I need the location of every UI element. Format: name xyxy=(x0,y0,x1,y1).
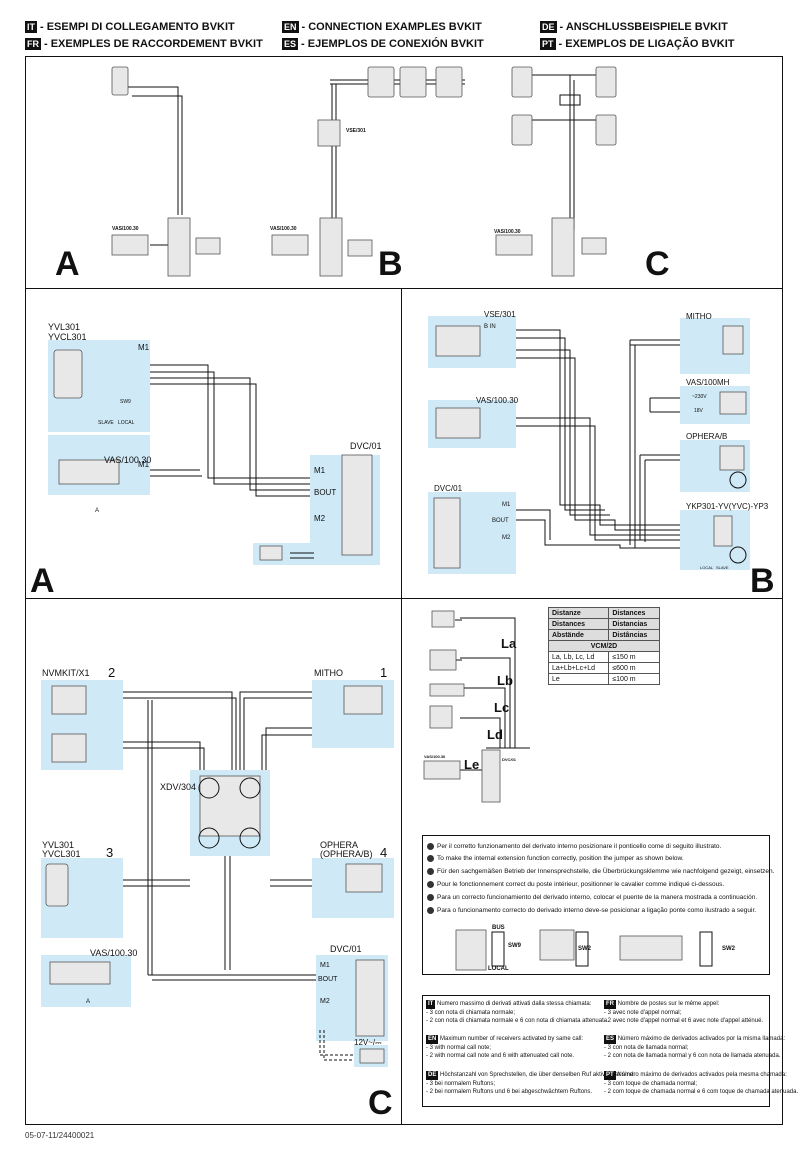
c-dvc: DVC/01 xyxy=(330,944,362,954)
b-vas: VAS/100.30 xyxy=(476,396,519,405)
footnote-de: DE Höchstanzahl von Sprechstellen, die ü… xyxy=(426,1071,635,1095)
header-pt: PT- EXEMPLOS DE LIGAÇÃO BVKIT xyxy=(540,38,735,50)
c-nvmkit: NVMKIT/X1 xyxy=(42,668,90,678)
c-bout: BOUT xyxy=(318,976,338,983)
a-sw9: SW9 xyxy=(120,399,131,405)
c-num-2: 2 xyxy=(108,665,116,680)
a-bout: BOUT xyxy=(314,488,337,497)
a-local: LOCAL xyxy=(118,420,135,426)
c-mitho: MITHO xyxy=(314,668,343,678)
jumper-sw9: SW9 xyxy=(508,943,522,949)
footnote-pt: PT Número máximo de derivados activados … xyxy=(604,1071,799,1095)
panel-info xyxy=(401,598,783,1125)
b-ykp: YKP301-YV(YVC)-YP3 xyxy=(686,502,769,511)
header-it: IT- ESEMPI DI COLLEGAMENTO BVKIT xyxy=(25,21,235,33)
header-de: DE- ANSCHLUSSBEISPIELE BVKIT xyxy=(540,21,728,33)
b-dvc: DVC/01 xyxy=(434,484,463,493)
dist-lc: Lc xyxy=(494,700,510,715)
a-m1-dvc: M1 xyxy=(314,466,326,475)
a-yvcl301: YVCL301 xyxy=(48,332,87,342)
header-en: EN- CONNECTION EXAMPLES BVKIT xyxy=(282,21,482,33)
panel-c-letter: C xyxy=(368,1084,393,1122)
c-m2: M2 xyxy=(320,998,330,1005)
overview-vse: VSE/301 xyxy=(346,128,366,134)
c-yvl301: YVL301 xyxy=(42,840,75,850)
a-m2: M2 xyxy=(314,514,326,523)
c-num-3: 3 xyxy=(106,845,114,860)
a-slave: SLAVE xyxy=(98,420,114,426)
document-code: 05-07-11/24400021 xyxy=(25,1131,95,1140)
b-m1: M1 xyxy=(502,502,511,508)
overview-letter-b: B xyxy=(378,245,403,283)
header-fr: FR- EXEMPLES DE RACCORDEMENT BVKIT xyxy=(25,38,263,50)
footnote-box xyxy=(422,995,770,1107)
c-xdv: XDV/304 xyxy=(160,782,197,792)
note-es: Para un correcto funcionamiento del deri… xyxy=(427,893,757,903)
a-dvc: DVC/01 xyxy=(350,441,382,451)
jumper-sw2-a: SW2 xyxy=(578,946,592,952)
b-ophera: OPHERA/B xyxy=(686,432,728,441)
overview-vas-c: VAS/100.30 xyxy=(494,229,521,235)
panel-b-letter: B xyxy=(750,562,775,600)
footnote-en: EN Maximum number of receivers activated… xyxy=(426,1035,584,1059)
a-m1-mid: M1 xyxy=(138,460,150,469)
c-ophera: OPHERA xyxy=(320,840,359,850)
panel-a-letter: A xyxy=(30,562,55,600)
footnote-es: ES Número máximo de derivados activados … xyxy=(604,1035,786,1059)
dist-lb: Lb xyxy=(497,673,513,688)
c-num-1: 1 xyxy=(380,665,388,680)
note-fr: Pour le fonctionnement correct du poste … xyxy=(427,880,724,890)
jumper-bus-1: BUS xyxy=(492,925,505,931)
a-m1-top: M1 xyxy=(138,343,150,352)
footnote-fr: FR Nombre de postes sur le même appel:- … xyxy=(604,1000,764,1024)
b-18v: 18V xyxy=(694,408,703,414)
overview-vas-b: VAS/100.30 xyxy=(270,226,297,232)
dist-ld: Ld xyxy=(487,727,503,742)
footnote-it: IT Numero massimo di derivati attivati d… xyxy=(426,1000,609,1024)
jumper-local-1: LOCAL xyxy=(488,966,509,972)
b-vse: VSE/301 xyxy=(484,310,516,319)
dist-dvc: DVC/01 xyxy=(502,757,517,762)
c-a: A xyxy=(86,999,91,1005)
b-bout: BOUT xyxy=(492,518,509,524)
b-mitho: MITHO xyxy=(686,312,712,321)
jumper-sw2-b: SW2 xyxy=(722,946,736,952)
c-yvcl301: YVCL301 xyxy=(42,849,81,859)
overview-letter-c: C xyxy=(645,245,670,283)
dist-le: Le xyxy=(464,757,480,772)
header-es: ES- EJEMPLOS DE CONEXIÓN BVKIT xyxy=(282,38,484,50)
c-m1: M1 xyxy=(320,962,330,969)
b-local: LOCAL xyxy=(700,565,714,570)
c-power: 12V~/⎓ xyxy=(354,1038,382,1047)
a-a: A xyxy=(95,508,100,514)
note-pt: Para o funcionamento correcto do derivad… xyxy=(427,906,756,916)
note-it: Per il corretto funzionamento del deriva… xyxy=(427,842,721,852)
b-m2: M2 xyxy=(502,535,511,541)
overview-letter-a: A xyxy=(55,245,80,283)
a-yvl301: YVL301 xyxy=(48,322,81,332)
b-vas100mh: VAS/100MH xyxy=(686,378,730,387)
b-bin: B IN xyxy=(484,324,496,330)
jumper-note-box xyxy=(422,835,770,975)
note-de: Für den sachgemäßen Betrieb der Innenspr… xyxy=(427,867,774,877)
c-ophera-b: (OPHERA/B) xyxy=(320,849,373,859)
c-vas: VAS/100.30 xyxy=(90,948,138,958)
dist-la: La xyxy=(501,636,517,651)
a-vas: VAS/100.30 xyxy=(104,455,152,465)
dist-vas: VAS/100.30 xyxy=(424,754,446,759)
b-slave: SLAVE xyxy=(716,565,729,570)
note-en: To make the internal extension function … xyxy=(427,854,684,864)
c-num-4: 4 xyxy=(380,845,388,860)
overview-vas-a: VAS/100.30 xyxy=(112,226,139,232)
b-230v: ~230V xyxy=(692,394,707,400)
